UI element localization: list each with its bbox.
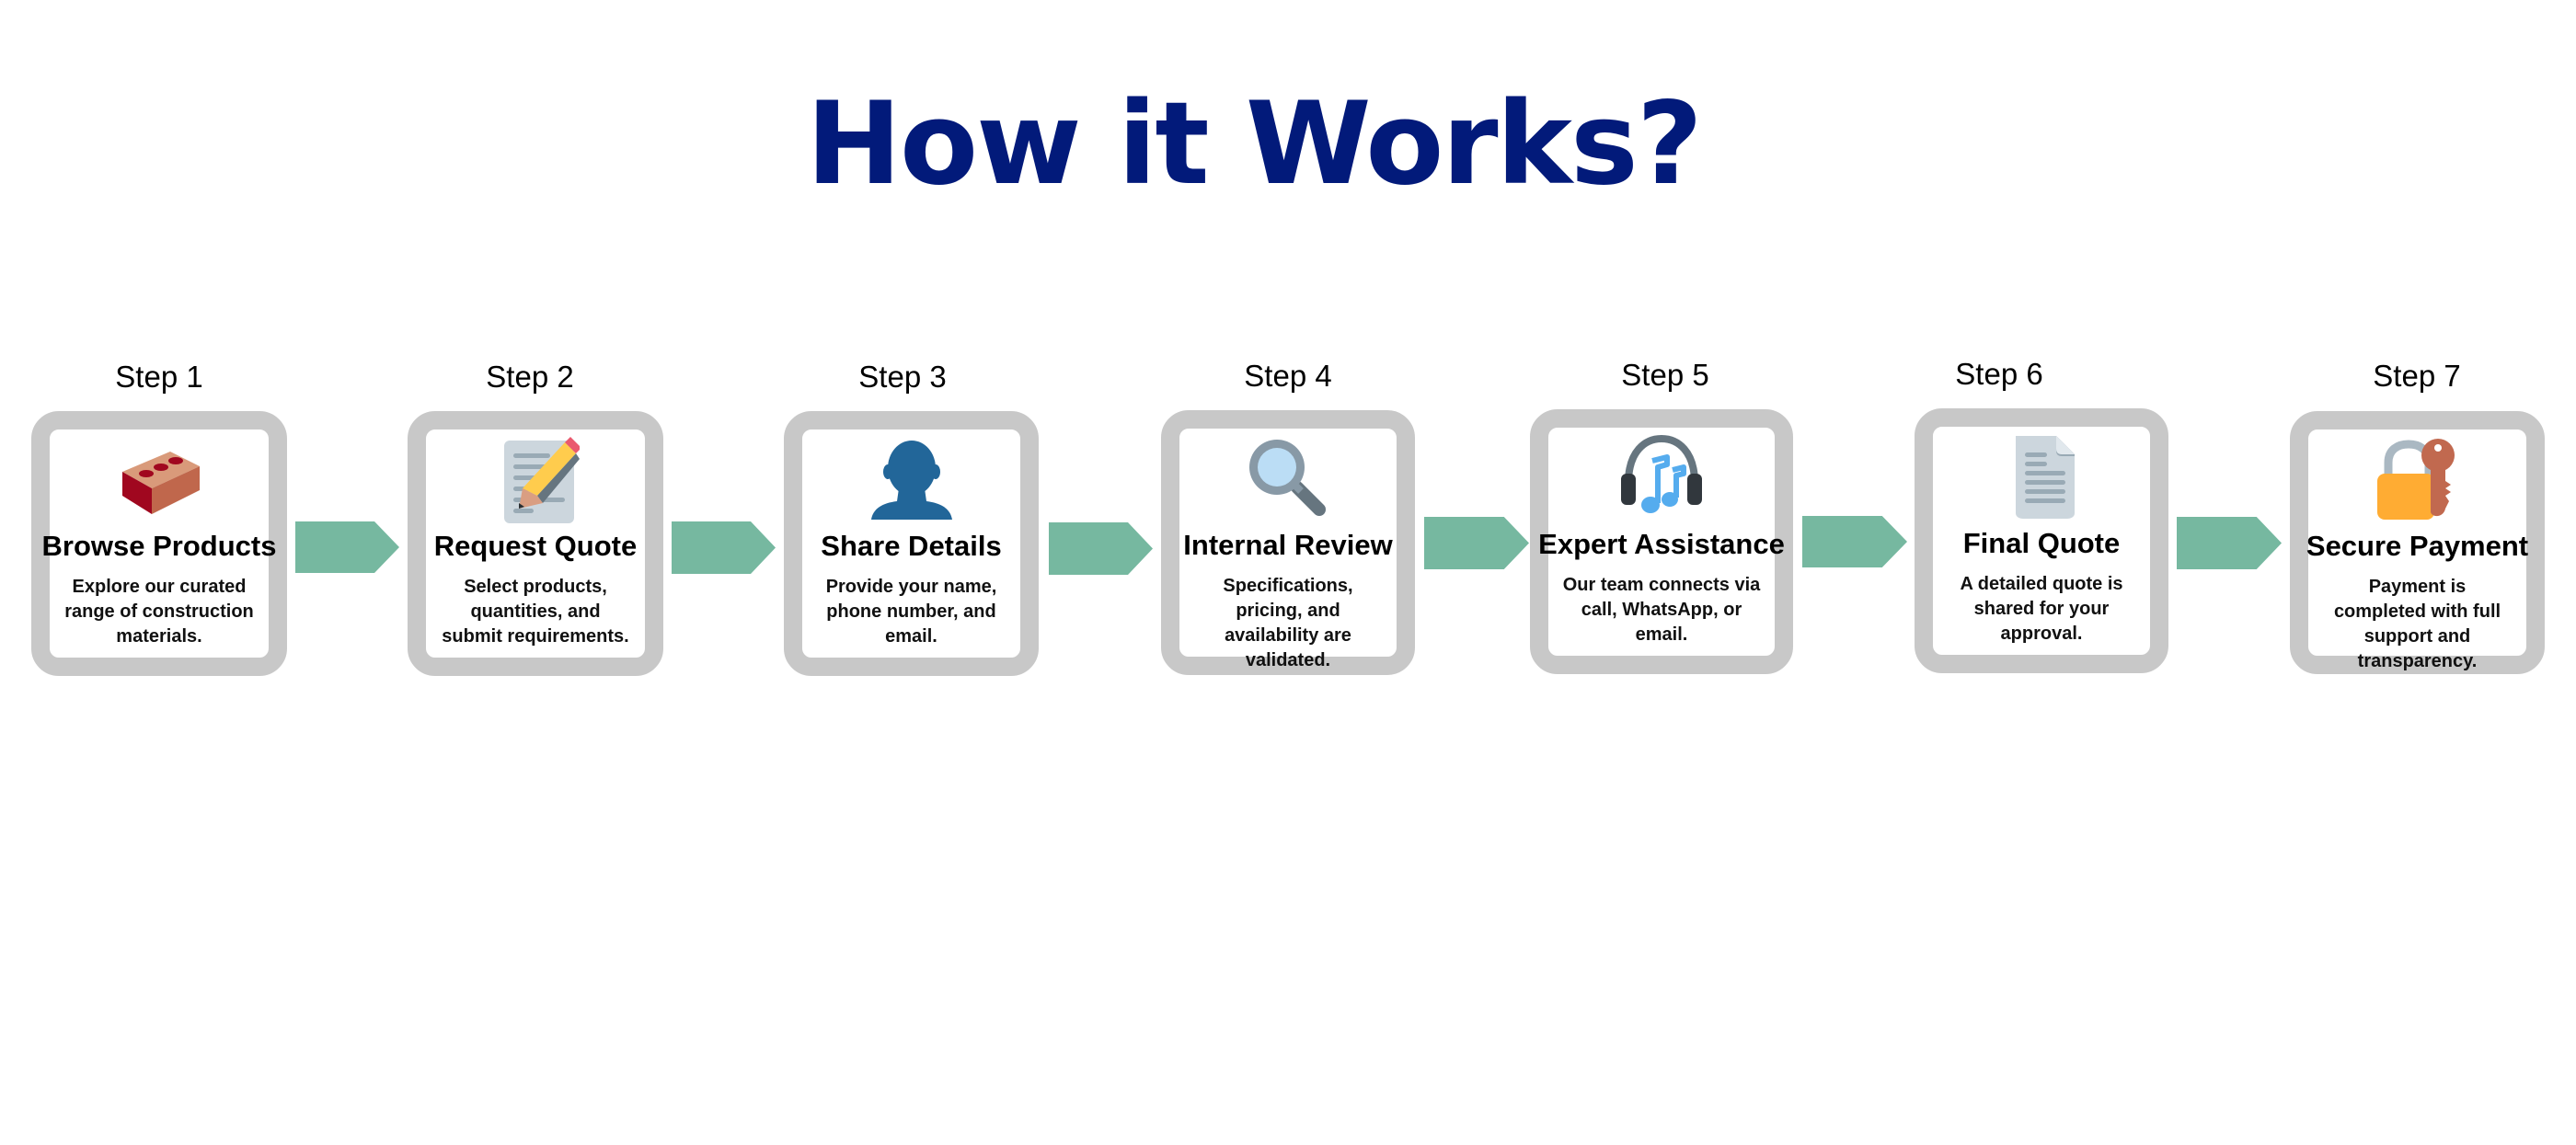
- document-icon: [1997, 432, 2086, 521]
- step-title: Share Details: [821, 530, 1002, 562]
- step-title: Request Quote: [433, 530, 638, 562]
- arrow-right-icon: [2177, 517, 2282, 569]
- step-card-secure-payment: Secure Payment Payment is completed with…: [2290, 411, 2545, 674]
- headphones-music-icon: [1617, 433, 1706, 521]
- step-label: Step 2: [486, 360, 574, 394]
- lock-with-key-icon: [2374, 435, 2462, 523]
- page-title: How it Works?: [806, 78, 1703, 211]
- step-label: Step 5: [1621, 358, 1709, 392]
- step-title: Final Quote: [1962, 527, 2121, 559]
- magnifying-glass-icon: [1244, 434, 1332, 522]
- step-title: Internal Review: [1183, 529, 1393, 561]
- step-description: Payment is completed with full support a…: [2333, 577, 2501, 672]
- step-label: Step 6: [1955, 357, 2043, 391]
- step-title: Browse Products: [41, 530, 277, 562]
- arrow-right-icon: [1424, 517, 1529, 569]
- arrow-right-icon: [1049, 522, 1153, 575]
- step-label: Step 4: [1244, 359, 1332, 393]
- brick-icon: [115, 435, 203, 523]
- step-card-browse-products: Browse Products Explore our curated rang…: [31, 411, 287, 676]
- step-card-share-details: Share Details Provide your name, phone n…: [784, 411, 1039, 676]
- step-card-final-quote: Final Quote A detailed quote is shared f…: [1915, 408, 2168, 673]
- arrow-right-icon: [295, 521, 399, 573]
- step-title: Expert Assistance: [1538, 528, 1785, 560]
- step-description: Our team connects via call, WhatsApp, or…: [1562, 575, 1761, 646]
- arrow-right-icon: [672, 521, 776, 574]
- step-title: Secure Payment: [2306, 530, 2529, 562]
- step-description: Provide your name, phone number, and ema…: [825, 577, 997, 647]
- arrow-right-icon: [1802, 516, 1907, 567]
- step-description: Specifications, pricing, and availabilit…: [1223, 576, 1353, 671]
- step-label: Step 7: [2373, 359, 2461, 393]
- step-card-expert-assistance: Expert Assistance Our team connects via …: [1530, 409, 1793, 674]
- step-description: Select products, quantities, and submit …: [442, 577, 629, 647]
- step-card-request-quote: Request Quote Select products, quantitie…: [408, 411, 663, 676]
- step-card-internal-review: Internal Review Specifications, pricing,…: [1161, 410, 1415, 675]
- step-label: Step 1: [115, 360, 203, 394]
- memo-pencil-icon: [491, 435, 580, 523]
- step-description: Explore our curated range of constructio…: [64, 577, 254, 647]
- step-description: A detailed quote is shared for your appr…: [1960, 574, 2123, 645]
- user-silhouette-icon: [868, 435, 956, 523]
- step-label: Step 3: [858, 360, 947, 394]
